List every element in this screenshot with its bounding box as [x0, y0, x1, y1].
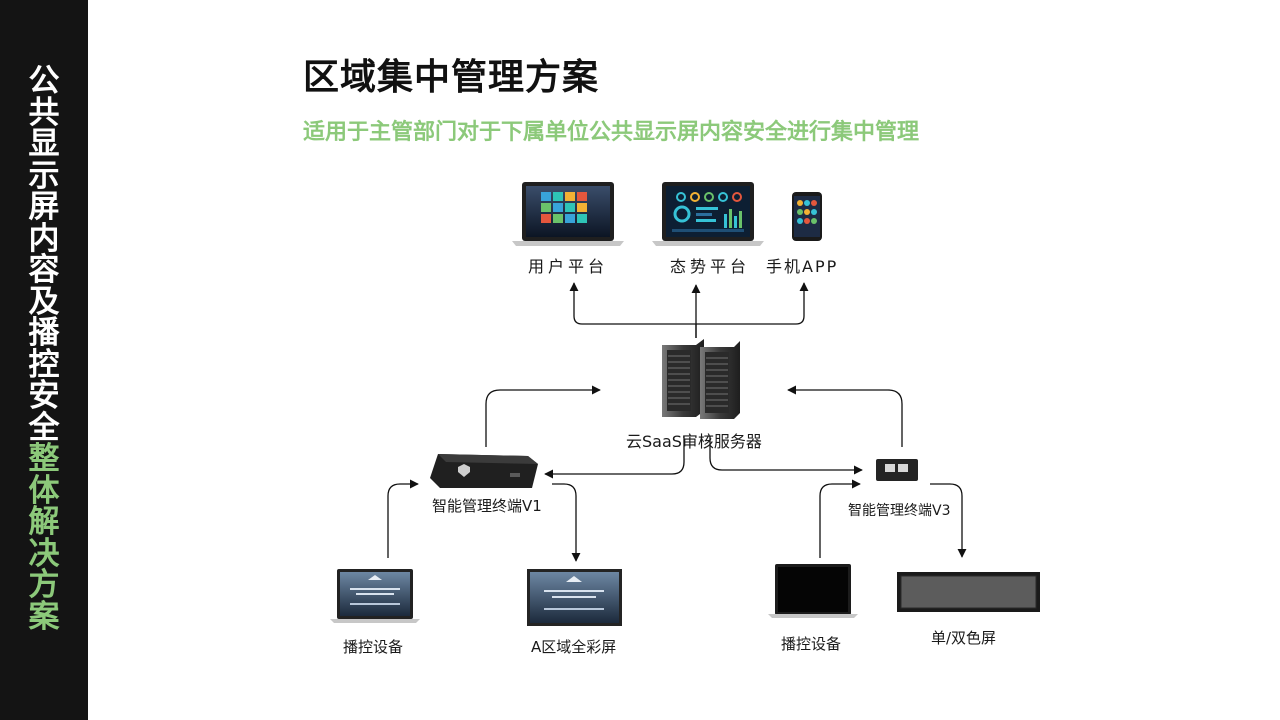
page-title: 区域集中管理方案	[303, 57, 600, 98]
page-subtitle: 适用于主管部门对于下属单位公共显示屏内容安全进行集中管理	[303, 120, 920, 145]
mono-dual-color-screen-icon	[897, 572, 1040, 612]
user-platform-label: 用户平台	[528, 257, 609, 276]
connector-server-to-user-platform	[569, 282, 697, 338]
server-label: 云SaaS审核服务器	[626, 432, 762, 451]
connector-server-to-v3	[709, 436, 863, 475]
connector-v3-to-mono-screen	[930, 483, 967, 558]
right-playback-label: 播控设备	[781, 635, 842, 653]
connector-right-playback-to-v3	[819, 479, 861, 558]
right-playback-laptop-icon	[768, 564, 858, 618]
left-playback-laptop-icon	[330, 569, 420, 623]
vertical-title-green: 整体解决方案	[28, 441, 60, 635]
area-fullcolor-screen-icon	[527, 569, 622, 626]
area-screen-label: A区域全彩屏	[531, 638, 617, 656]
connector-v1-to-area-screen	[552, 483, 581, 562]
terminal-v1-label: 智能管理终端V1	[432, 497, 542, 515]
vertical-title: 公共显示屏内容及播控安全 整体解决方案	[0, 63, 88, 635]
terminal-v3-label: 智能管理终端V3	[848, 503, 951, 519]
vertical-title-white: 公共显示屏内容及播控安全	[28, 63, 60, 446]
connector-server-v1-bidirectional	[544, 436, 685, 479]
mobile-app-phone-icon	[792, 192, 822, 241]
mono-screen-label: 单/双色屏	[931, 629, 997, 647]
connector-server-to-mobile-app	[696, 282, 809, 325]
server-icon	[662, 339, 740, 419]
connector-v1-to-server	[485, 385, 601, 447]
situation-platform-laptop-icon	[652, 182, 764, 246]
left-playback-label: 播控设备	[343, 638, 404, 656]
user-platform-laptop-icon	[512, 182, 624, 246]
mobile-app-label: 手机APP	[766, 257, 839, 276]
connector-v3-to-server	[787, 385, 903, 447]
situation-platform-label: 态势平台	[670, 257, 751, 276]
sidebar: 公共显示屏内容及播控安全 整体解决方案	[0, 0, 88, 720]
connector-left-playback-to-v1	[387, 479, 419, 558]
terminal-v3-device-icon	[876, 459, 918, 481]
terminal-v1-device-icon	[430, 454, 538, 488]
